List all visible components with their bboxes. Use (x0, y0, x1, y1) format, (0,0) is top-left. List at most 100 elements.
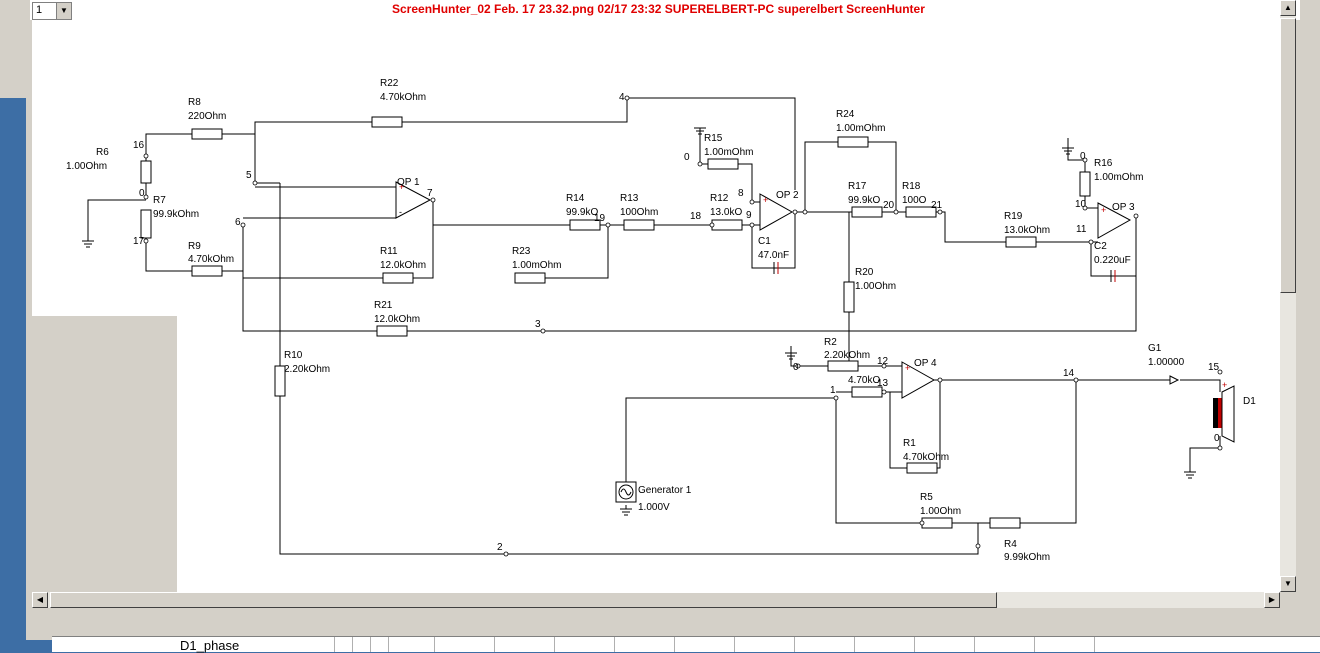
node-label: 14 (1063, 368, 1075, 379)
r14-name: R14 (566, 193, 585, 204)
chevron-down-icon[interactable]: ▼ (56, 3, 71, 19)
generator-value: 1.000V (638, 502, 670, 513)
opamp-icon[interactable]: + (1097, 202, 1132, 239)
vertical-scrollbar[interactable]: ▲ ▼ (1280, 0, 1296, 608)
c2-value: 0.220uF (1094, 255, 1131, 266)
resistor-r12[interactable] (711, 219, 743, 231)
scroll-up-icon[interactable]: ▲ (1280, 0, 1296, 16)
r13-name: R13 (620, 193, 639, 204)
node-label: 21 (931, 200, 943, 211)
horizontal-scroll-thumb[interactable] (50, 592, 997, 608)
opamps: + - + + + (395, 181, 1132, 399)
node-label: 0 (1214, 433, 1220, 444)
speaker-icon[interactable]: + (1213, 380, 1235, 443)
opamp-icon[interactable]: + (759, 193, 794, 231)
resistor-r21[interactable] (376, 325, 408, 337)
svg-text:+: + (399, 182, 404, 192)
g1-value: 1.00000 (1148, 357, 1185, 368)
ground-icon (785, 346, 797, 360)
r6-name: R6 (96, 147, 109, 158)
node-label: 17 (133, 236, 145, 247)
svg-text:+: + (1101, 205, 1106, 215)
r18-value: 100O (902, 195, 927, 206)
node-label: 0 (139, 188, 145, 199)
resistor-r17[interactable] (851, 206, 883, 218)
node-label: 9 (746, 210, 752, 221)
ground-icon (694, 127, 706, 140)
ground-icon (1184, 471, 1196, 479)
r8-name: R8 (188, 97, 201, 108)
sine-source-icon[interactable] (615, 481, 637, 503)
zoom-select-value: 1 (36, 4, 43, 16)
resistor-r16[interactable] (1079, 171, 1091, 197)
resistor-r24[interactable] (837, 136, 869, 148)
resistor-r14[interactable] (569, 219, 601, 231)
resistor-r13[interactable] (623, 219, 655, 231)
desktop-background (0, 98, 26, 651)
node-label: 12 (877, 356, 889, 367)
r10-name: R10 (284, 350, 303, 361)
svg-text:+: + (763, 195, 768, 205)
r3-value: 4.70kO (848, 375, 880, 386)
resistor-r23[interactable] (514, 272, 546, 284)
r11-name: R11 (380, 246, 398, 257)
op2-name: OP 2 (776, 190, 799, 201)
generator-name: Generator 1 (638, 485, 692, 496)
node-label: 4 (619, 92, 625, 103)
resistor-r10[interactable] (274, 365, 286, 397)
buffer-g1[interactable] (1169, 375, 1180, 385)
scroll-left-icon[interactable]: ◀ (32, 592, 48, 608)
resistor-r7[interactable] (140, 209, 152, 239)
grounds (82, 127, 1196, 516)
capacitor-c1[interactable] (773, 262, 779, 274)
r12-name: R12 (710, 193, 729, 204)
resistor-r9[interactable] (191, 265, 223, 277)
node-label: 20 (883, 200, 895, 211)
resistor-r22[interactable] (371, 116, 403, 128)
capacitor-c2[interactable] (1110, 270, 1116, 282)
r24-name: R24 (836, 109, 855, 120)
resistor-r20[interactable] (843, 281, 855, 313)
node-label: 0 (793, 362, 799, 373)
resistor-r6[interactable] (140, 160, 152, 184)
node-label: 2 (497, 542, 503, 553)
op4-name: OP 4 (914, 358, 937, 369)
r22-name: R22 (380, 78, 399, 89)
resistor-r8[interactable] (191, 128, 223, 140)
r21-name: R21 (374, 300, 393, 311)
d1-name: D1 (1243, 396, 1256, 407)
r7-name: R7 (153, 195, 166, 206)
resistor-r19[interactable] (1005, 236, 1037, 248)
scroll-down-icon[interactable]: ▼ (1280, 576, 1296, 592)
results-row-label[interactable]: D1_phase (180, 638, 240, 653)
opamp-icon[interactable]: + - (395, 181, 432, 219)
r22-value: 4.70kOhm (380, 92, 426, 103)
resistor-r1[interactable] (906, 462, 938, 474)
c1-value: 47.0nF (758, 250, 789, 261)
zoom-select[interactable]: 1 ▼ (32, 2, 72, 20)
r9-value: 4.70kOhm (188, 254, 234, 265)
node-dots (143, 95, 1223, 557)
r5-name: R5 (920, 492, 933, 503)
node-label: 13 (877, 378, 889, 389)
r1-name: R1 (903, 438, 916, 449)
title-bar: ScreenHunter_02 Feb. 17 23.32.png 02/17 … (30, 0, 1300, 20)
vertical-scroll-thumb[interactable] (1280, 18, 1296, 293)
resistor-r11[interactable] (382, 272, 414, 284)
node-label: 16 (133, 140, 145, 151)
r2-value: 2.20kOhm (824, 350, 870, 361)
resistor-r15[interactable] (707, 158, 739, 170)
node-label: 7 (427, 188, 433, 199)
resistor-r4[interactable] (989, 517, 1021, 529)
resistor-r2[interactable] (827, 360, 859, 372)
r15-value: 1.00mOhm (704, 147, 753, 158)
resistor-r18[interactable] (905, 206, 937, 218)
opamp-icon[interactable]: + (901, 361, 936, 399)
schematic-canvas[interactable]: + - + + + (32, 20, 1280, 592)
r17-value: 99.9kO (848, 195, 880, 206)
r5-value: 1.00Ohm (920, 506, 961, 517)
node-label: 0 (684, 152, 690, 163)
horizontal-scrollbar[interactable]: ◀ ▶ (32, 592, 1280, 608)
scroll-right-icon[interactable]: ▶ (1264, 592, 1280, 608)
resistor-r5[interactable] (921, 517, 953, 529)
